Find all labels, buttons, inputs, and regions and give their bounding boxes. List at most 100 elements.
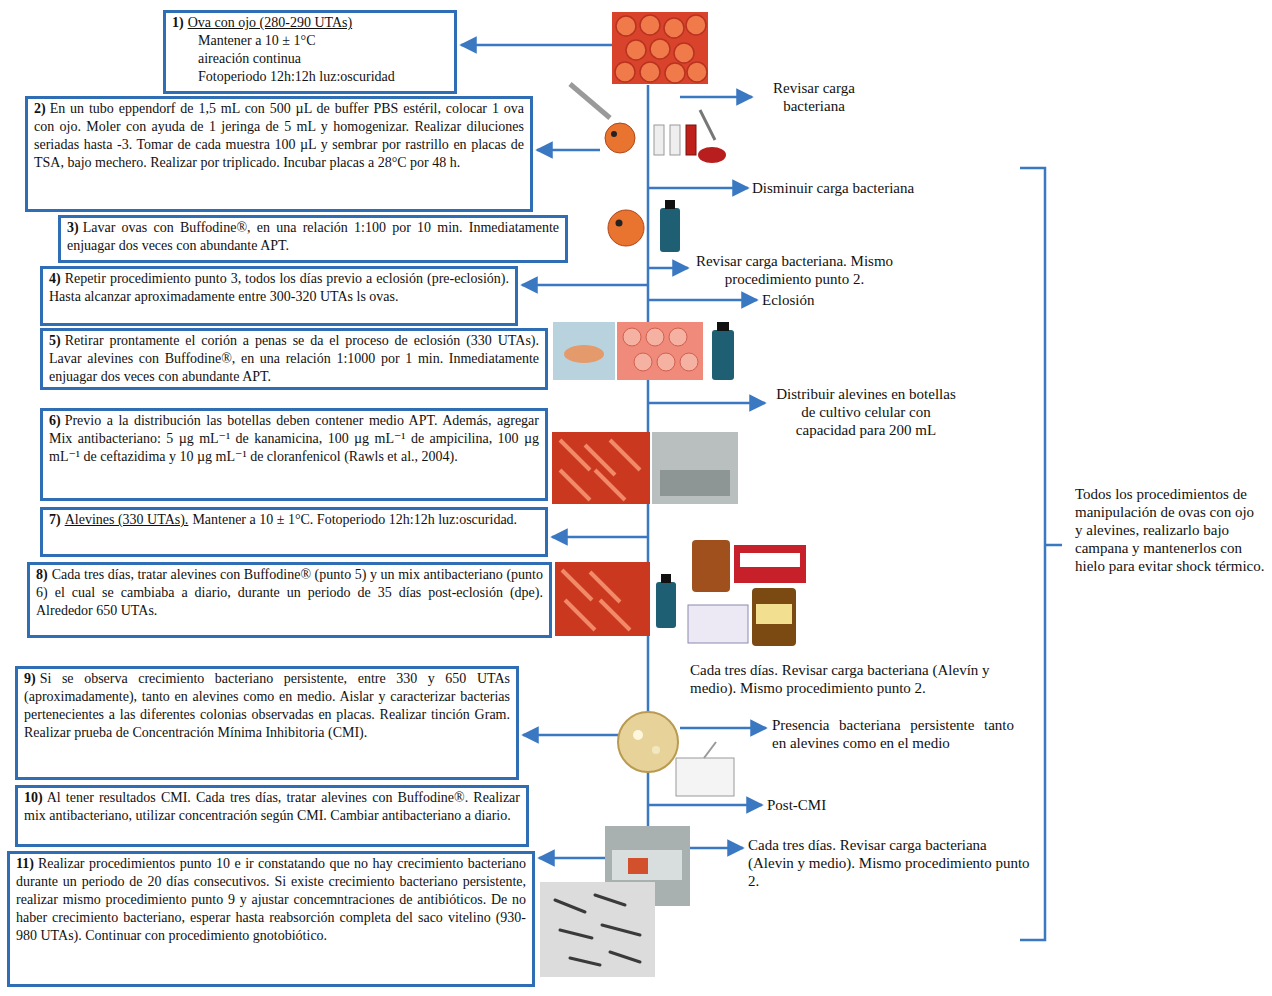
drug-box bbox=[734, 545, 806, 583]
petri-dish bbox=[618, 712, 678, 772]
step-text: Lavar ovas con Buffodine®, en una relaci… bbox=[67, 220, 559, 253]
drug-bottle bbox=[692, 540, 730, 592]
fridge-shelf bbox=[660, 470, 730, 496]
egg bbox=[616, 16, 636, 36]
egg bbox=[650, 39, 670, 59]
tube bbox=[654, 125, 664, 155]
egg bbox=[687, 62, 707, 82]
note-arrow bbox=[648, 402, 765, 405]
photo bbox=[553, 322, 615, 380]
egg bbox=[615, 62, 635, 82]
flask bbox=[628, 858, 648, 874]
fry bbox=[610, 952, 640, 962]
step-number: 5) bbox=[49, 333, 61, 348]
step-box: 11)Realizar procedimientos punto 10 e ir… bbox=[7, 851, 535, 987]
note-arrow bbox=[690, 847, 743, 850]
fry bbox=[595, 895, 625, 905]
egg bbox=[665, 63, 685, 83]
bottle-cap bbox=[661, 574, 671, 583]
syringe bbox=[570, 84, 610, 118]
photo bbox=[652, 432, 738, 504]
egg bbox=[626, 40, 646, 60]
photo bbox=[617, 322, 703, 380]
side-note: Distribuir alevines en botellas de culti… bbox=[770, 385, 962, 439]
flask bbox=[585, 445, 615, 475]
step-number: 3) bbox=[67, 220, 79, 235]
cmi-icons bbox=[618, 712, 734, 796]
step-box: 6)Previo a la distribución las botellas … bbox=[40, 408, 548, 501]
step-box: 2)En un tubo eppendorf de 1,5 mL con 500… bbox=[25, 96, 533, 212]
step-text: Retirar prontamente el corión a penas se… bbox=[49, 333, 539, 384]
flask bbox=[610, 440, 640, 470]
step-text: Fotoperiodo 12h:12h luz:oscuridad bbox=[172, 68, 448, 86]
step-arrow bbox=[523, 734, 620, 737]
step-text: aireación continua bbox=[172, 50, 448, 68]
note-arrow bbox=[648, 267, 688, 270]
egg bbox=[657, 353, 675, 371]
step-number: 4) bbox=[49, 271, 61, 286]
step-box: 4)Repetir procedimiento punto 3, todos l… bbox=[40, 266, 518, 326]
bottle-cap bbox=[717, 322, 729, 331]
colony bbox=[633, 730, 643, 740]
photo bbox=[555, 562, 650, 636]
step-text: Repetir procedimiento punto 3, todos los… bbox=[49, 271, 509, 304]
sampling-icons bbox=[570, 84, 726, 163]
step-text: Mantener a 10 ± 1°C. Fotoperiodo 12h:12h… bbox=[192, 512, 517, 527]
step-number: 2) bbox=[34, 101, 46, 116]
egg bbox=[646, 328, 664, 346]
note-arrow bbox=[648, 804, 762, 807]
microplate bbox=[676, 758, 734, 796]
step-arrow bbox=[552, 536, 648, 539]
flask bbox=[562, 570, 592, 600]
egg-eye bbox=[611, 131, 617, 137]
bottle-cap bbox=[665, 200, 675, 209]
step-box: 10)Al tener resultados CMI. Cada tres dí… bbox=[15, 785, 529, 847]
step-box: 8)Cada tres días, tratar alevines con Bu… bbox=[27, 562, 552, 638]
side-note: Presencia bacteriana persistente tanto e… bbox=[772, 716, 1014, 752]
step-number: 1) bbox=[172, 15, 184, 30]
step-text: Realizar procedimientos punto 10 e ir co… bbox=[16, 856, 526, 943]
bottle bbox=[712, 330, 734, 380]
note-arrow bbox=[648, 187, 748, 190]
egg bbox=[664, 18, 684, 38]
tube bbox=[686, 125, 696, 155]
photo-ground bbox=[612, 12, 708, 84]
egg bbox=[608, 210, 644, 246]
note-arrow bbox=[680, 96, 752, 99]
bottle bbox=[660, 208, 680, 252]
egg bbox=[640, 15, 660, 35]
step-text: Ova con ojo (280-290 UTAs) bbox=[188, 15, 353, 30]
flask bbox=[560, 470, 590, 500]
egg bbox=[686, 15, 706, 35]
treatment-photos bbox=[555, 540, 806, 646]
side-note: Revisar carga bacteriana bbox=[758, 79, 870, 115]
egg bbox=[680, 353, 698, 371]
step-number: 8) bbox=[36, 567, 48, 582]
step-text: Mantener a 10 ± 1°C bbox=[172, 32, 448, 50]
side-note: Eclosión bbox=[762, 291, 882, 309]
tube bbox=[670, 125, 680, 155]
fridge-shelf bbox=[612, 850, 682, 880]
egg bbox=[674, 43, 694, 63]
bottle bbox=[656, 582, 676, 628]
note-arrow bbox=[680, 727, 766, 730]
step-number: 10) bbox=[24, 790, 43, 805]
side-note: Revisar carga bacteriana. Mismo procedim… bbox=[692, 252, 897, 288]
egg bbox=[623, 328, 641, 346]
photo bbox=[552, 432, 650, 504]
step-box: 1) Ova con ojo (280-290 UTAs) Mantener a 1… bbox=[163, 10, 457, 94]
wash-icons bbox=[608, 200, 680, 252]
dish bbox=[698, 147, 726, 163]
step-text: Alevines (330 UTAs). bbox=[65, 512, 189, 527]
side-note: Cada tres días. Revisar carga bacteriana… bbox=[690, 661, 1025, 697]
step-arrow bbox=[539, 857, 605, 860]
drug-bottle bbox=[752, 588, 796, 646]
egg bbox=[669, 328, 687, 346]
step-number: 11) bbox=[16, 856, 34, 871]
flask bbox=[600, 600, 630, 630]
step-text: Previo a la distribución las botellas de… bbox=[49, 413, 539, 464]
side-note: Disminuir carga bacteriana bbox=[752, 179, 982, 197]
step-box: 9)Si se observa crecimiento bacteriano p… bbox=[15, 666, 519, 780]
step-number: 9) bbox=[24, 671, 36, 686]
